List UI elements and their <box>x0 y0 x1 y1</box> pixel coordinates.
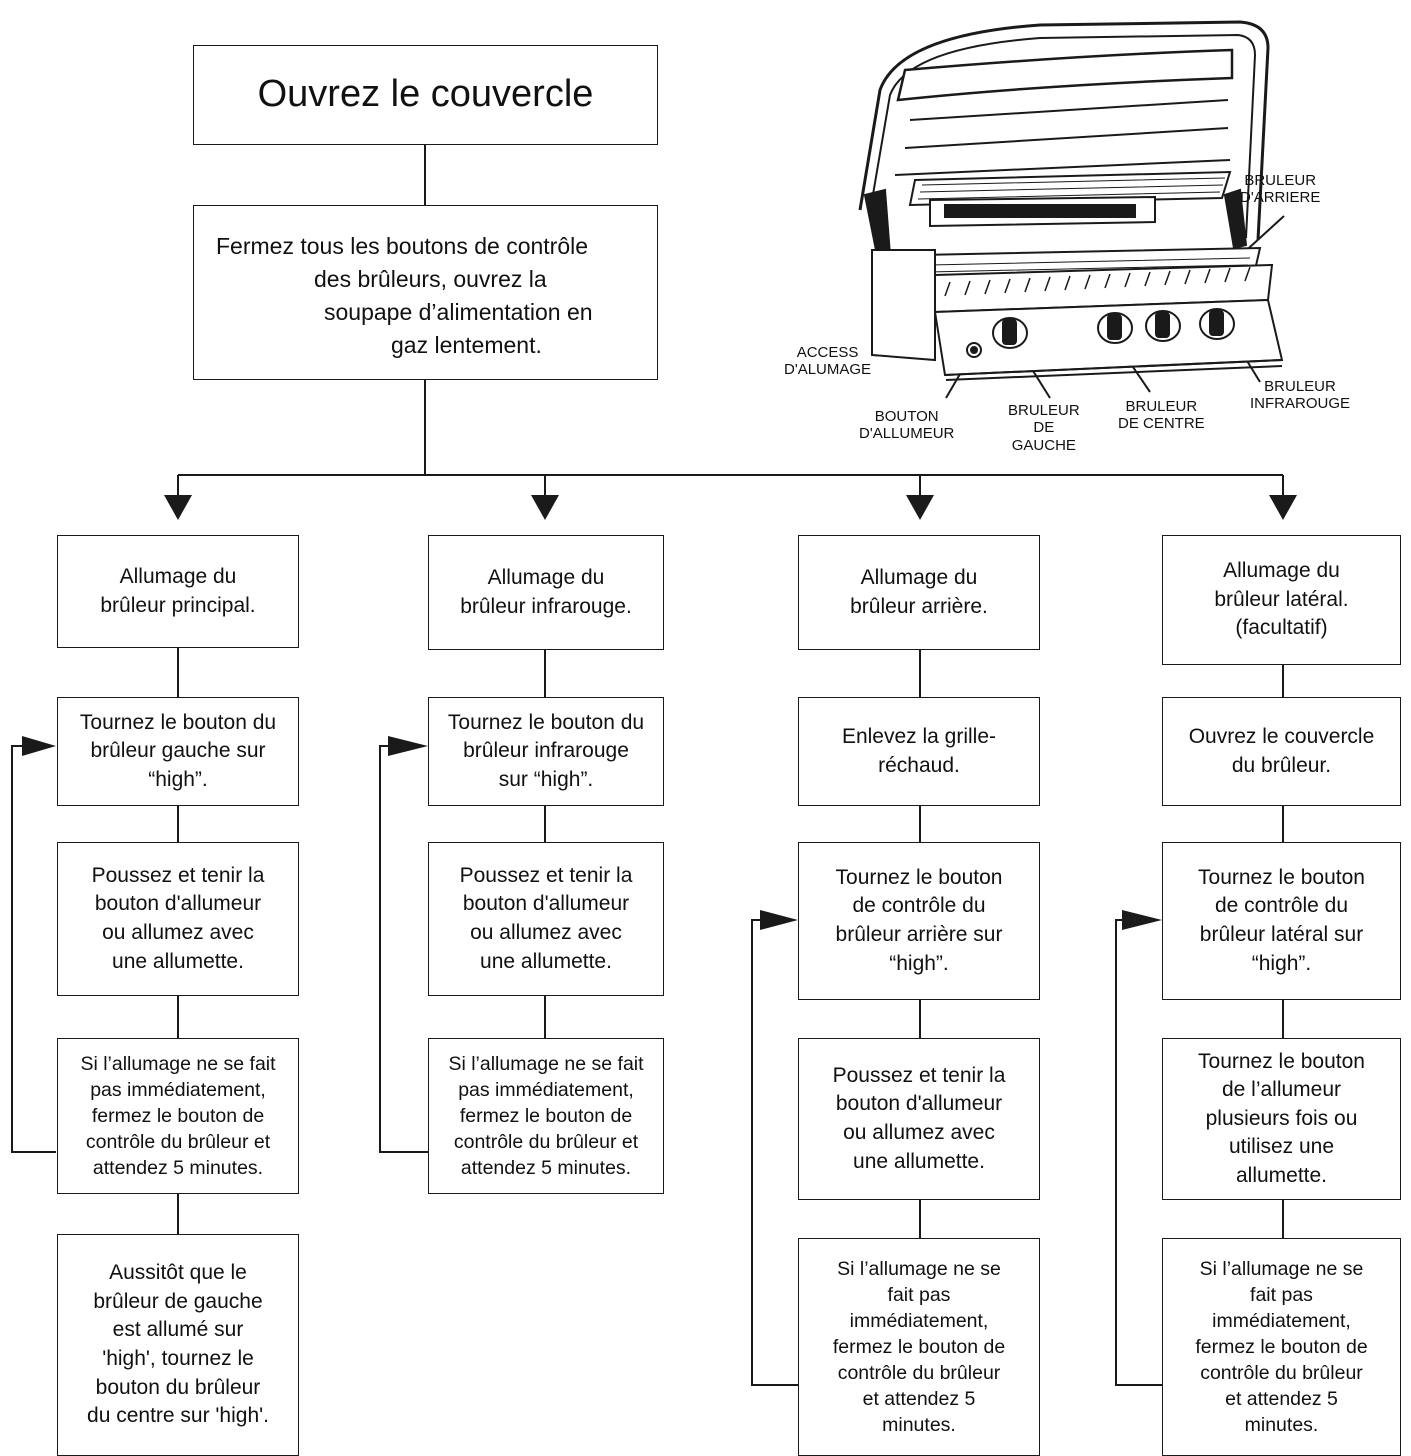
ignition-access-label: ACCESS D'ALUMAGE <box>784 344 872 379</box>
side-step-2: Tournez le bouton de contrôle du brûleur… <box>1162 842 1401 1000</box>
rear-step-4: Si l’allumage ne se fait pas immédiateme… <box>798 1238 1040 1456</box>
main-step-1: Tournez le bouton du brûleur gauche sur … <box>57 697 299 806</box>
infrared-burner-label: BRULEUR INFRAROUGE <box>1250 378 1351 413</box>
igniter-button-label: BOUTON D'ALLUMEUR <box>859 408 955 443</box>
infrared-burner-title: Allumage du brûleur infrarouge. <box>428 535 664 650</box>
warning-line-4: gaz lentement. <box>391 332 542 358</box>
side-step-4: Si l’allumage ne se fait pas immédiateme… <box>1162 1238 1401 1456</box>
warning-box: Fermez tous les boutons de contrôle des … <box>193 205 658 380</box>
rear-burner-title: Allumage du brûleur arrière. <box>798 535 1040 650</box>
warning-line-3: soupape d’alimentation en <box>324 299 593 325</box>
left-burner-label: BRULEUR DE GAUCHE <box>1008 402 1080 454</box>
rear-step-3: Poussez et tenir la bouton d'allumeur ou… <box>798 1038 1040 1200</box>
rear-step-1: Enlevez la grille- réchaud. <box>798 697 1040 806</box>
side-step-3: Tournez le bouton de l’allumeur plusieur… <box>1162 1038 1401 1200</box>
main-burner-title: Allumage du brûleur principal. <box>57 535 299 648</box>
warning-line-2: des brûleurs, ouvrez la <box>314 266 547 292</box>
side-burner-title: Allumage du brûleur latéral. (facultatif… <box>1162 535 1401 665</box>
main-step-3: Si l’allumage ne se fait pas immédiateme… <box>57 1038 299 1194</box>
rear-step-2: Tournez le bouton de contrôle du brûleur… <box>798 842 1040 1000</box>
center-burner-label: BRULEUR DE CENTRE <box>1118 398 1205 433</box>
main-step-2: Poussez et tenir la bouton d'allumeur ou… <box>57 842 299 996</box>
grill-illustration <box>858 20 1284 381</box>
main-step-4: Aussitôt que le brûleur de gauche est al… <box>57 1234 299 1456</box>
warning-line-1: Fermez tous les boutons de contrôle <box>216 233 589 259</box>
infrared-step-2: Poussez et tenir la bouton d'allumeur ou… <box>428 842 664 996</box>
open-lid-box: Ouvrez le couvercle <box>193 45 658 145</box>
infrared-step-3: Si l’allumage ne se fait pas immédiateme… <box>428 1038 664 1194</box>
open-lid-text: Ouvrez le couvercle <box>257 73 594 116</box>
rear-burner-label: BRULEUR D'ARRIERE <box>1240 172 1321 207</box>
infrared-step-1: Tournez le bouton du brûleur infrarouge … <box>428 697 664 806</box>
side-step-1: Ouvrez le couvercle du brûleur. <box>1162 697 1401 806</box>
